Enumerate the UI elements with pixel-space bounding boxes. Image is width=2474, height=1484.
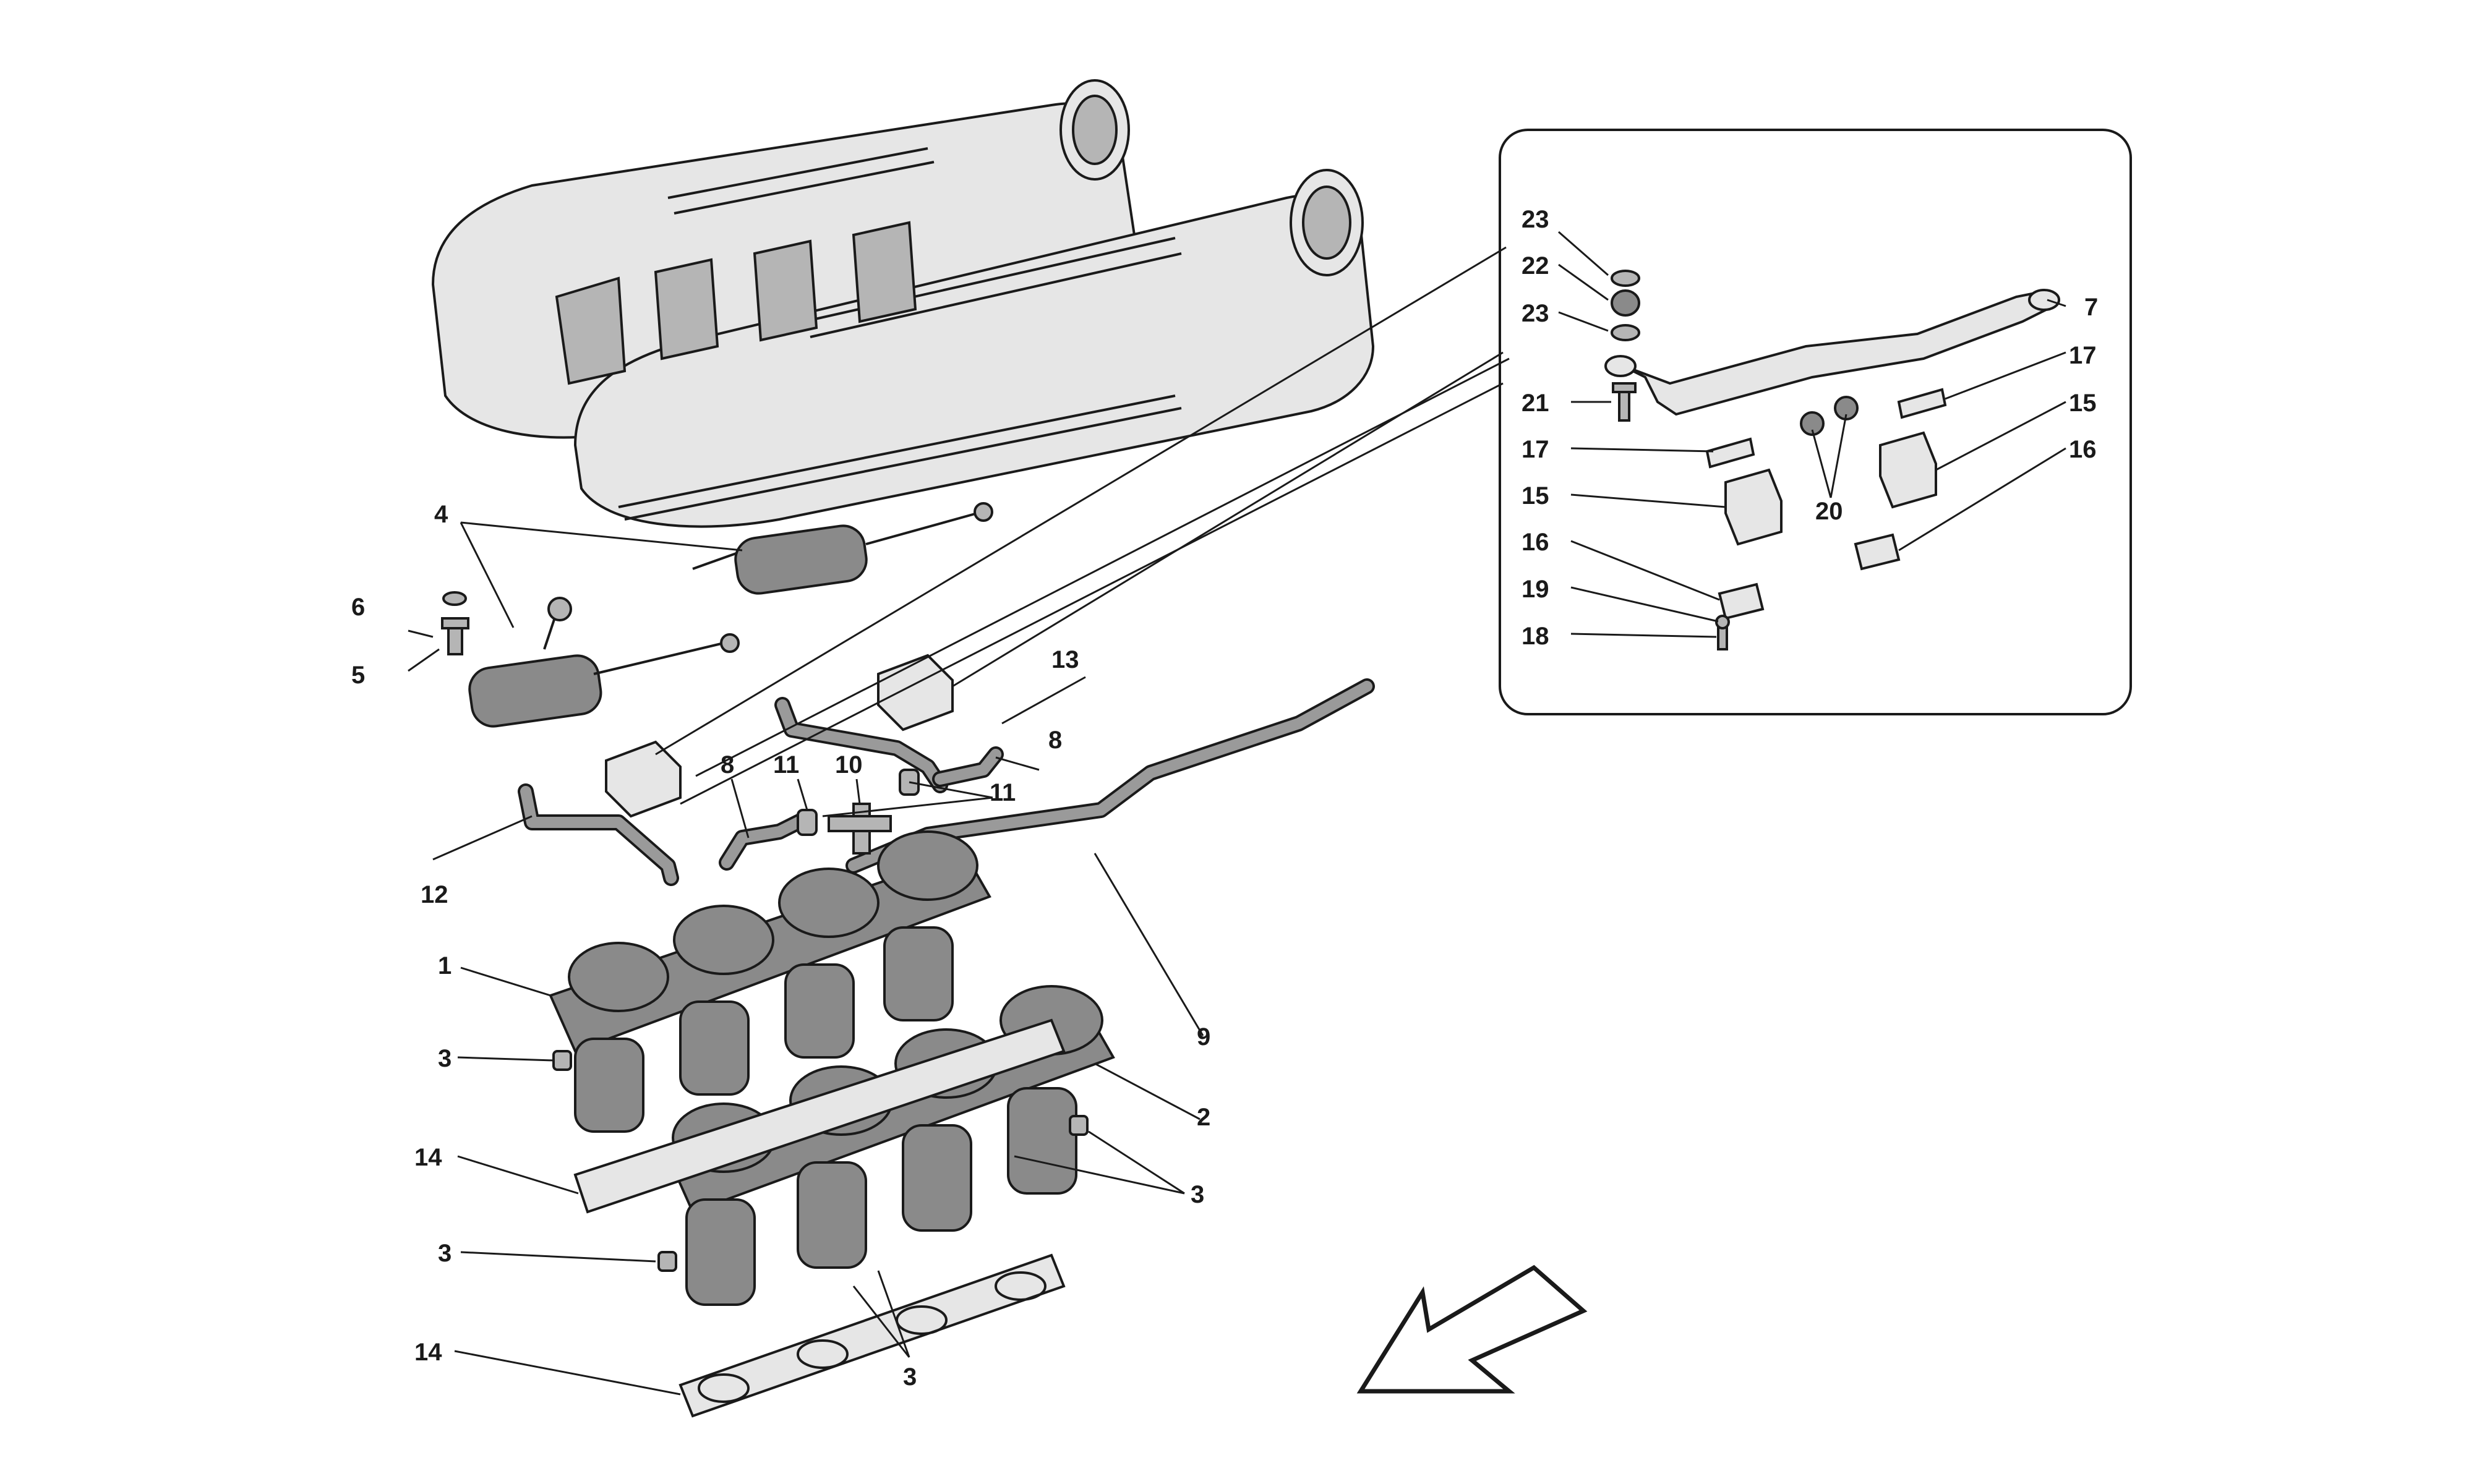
callout-22: 22 bbox=[1522, 252, 1549, 279]
inset-bracket bbox=[1604, 289, 2060, 416]
solenoid-valve-lower bbox=[605, 740, 682, 818]
callout-20: 20 bbox=[1815, 498, 1843, 525]
gasket-front bbox=[678, 1253, 1066, 1418]
callout-10: 10 bbox=[835, 751, 863, 778]
callout-23: 23 bbox=[1522, 206, 1549, 233]
gasket-rear bbox=[573, 1018, 1066, 1214]
hose-8-right bbox=[932, 746, 1004, 787]
callout-3: 3 bbox=[903, 1363, 917, 1391]
leader-lines bbox=[408, 231, 2066, 1396]
callout-13: 13 bbox=[1051, 646, 1079, 673]
callout-4: 4 bbox=[434, 501, 448, 528]
direction-arrow-icon bbox=[1356, 1264, 1588, 1394]
inset-guide-line-3 bbox=[680, 382, 1504, 805]
callout-2: 2 bbox=[1197, 1104, 1210, 1131]
inset-guide-line-4 bbox=[952, 351, 1504, 688]
callout-8: 8 bbox=[721, 751, 734, 778]
callout-16: 16 bbox=[1522, 529, 1549, 556]
callout-18: 18 bbox=[1522, 623, 1549, 650]
callout-16: 16 bbox=[2069, 436, 2097, 463]
inset-guide-line-1 bbox=[655, 246, 1507, 756]
callout-7: 7 bbox=[2084, 294, 2098, 321]
callout-1: 1 bbox=[438, 952, 452, 979]
callout-23: 23 bbox=[1522, 300, 1549, 327]
callout-17: 17 bbox=[1522, 436, 1549, 463]
callout-15: 15 bbox=[2069, 390, 2097, 417]
callout-12: 12 bbox=[421, 881, 448, 908]
inset-brackets-small bbox=[1705, 388, 1947, 620]
hose-8-left bbox=[719, 811, 812, 871]
callout-21: 21 bbox=[1522, 390, 1549, 417]
inset-screw bbox=[1715, 615, 1730, 650]
inset-grommets bbox=[1611, 270, 1859, 436]
hose-12 bbox=[518, 783, 679, 886]
inset-guide-line-2 bbox=[695, 357, 1510, 777]
callout-3: 3 bbox=[438, 1045, 452, 1072]
solenoid-valve-upper bbox=[877, 654, 954, 731]
callout-11: 11 bbox=[990, 779, 1016, 806]
actuator-assembly bbox=[468, 502, 993, 728]
callout-6: 6 bbox=[351, 594, 365, 621]
intake-plenum-assembly bbox=[431, 79, 1375, 528]
bolt-washer-group bbox=[441, 591, 469, 655]
callout-19: 19 bbox=[1522, 576, 1549, 603]
throttle-body-rear bbox=[549, 830, 991, 1133]
callout-3: 3 bbox=[438, 1240, 452, 1267]
callout-3: 3 bbox=[1191, 1181, 1204, 1208]
inset-valves bbox=[1724, 431, 1937, 546]
callout-15: 15 bbox=[1522, 482, 1549, 510]
callout-9: 9 bbox=[1197, 1023, 1210, 1051]
callout-14: 14 bbox=[414, 1144, 442, 1171]
callout-17: 17 bbox=[2069, 342, 2097, 369]
callout-11: 11 bbox=[773, 751, 799, 778]
callout-5: 5 bbox=[351, 662, 365, 689]
callout-8: 8 bbox=[1048, 727, 1062, 754]
callout-labels: 1 2 3 3 3 3 4 5 6 7 8 8 9 10 11 11 12 13… bbox=[351, 206, 2098, 1391]
hose-13 bbox=[774, 697, 948, 793]
callout-14: 14 bbox=[414, 1339, 442, 1366]
